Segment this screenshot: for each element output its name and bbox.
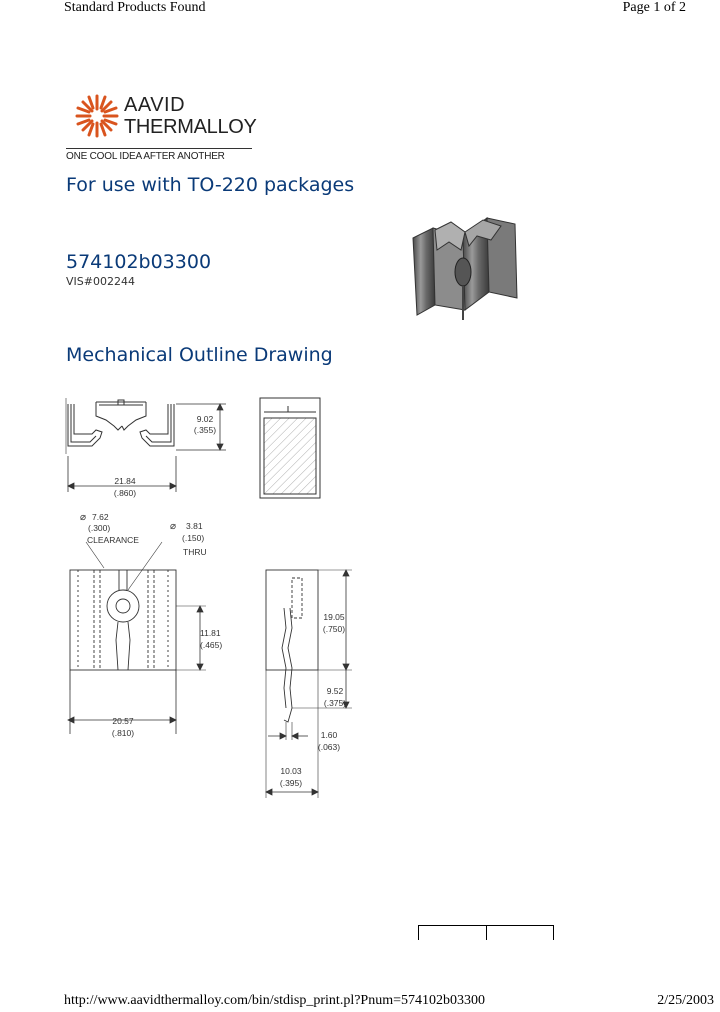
dim-base-width-in: (.810) — [111, 728, 135, 738]
logo-line2: THERMALLOY — [124, 116, 257, 138]
dim-width-mm: 21.84 — [114, 476, 136, 486]
logo-tagline: ONE COOL IDEA AFTER ANOTHER — [66, 151, 225, 162]
product-photo — [412, 217, 518, 320]
dim-base-width-mm: 20.57 — [112, 716, 134, 726]
logo-divider — [66, 148, 252, 149]
table-fragment-right — [553, 926, 554, 940]
part-number: 574102b03300 — [66, 251, 212, 273]
end-view-drawing — [65, 398, 175, 454]
dim-height-mm: 9.02 — [196, 414, 214, 424]
table-fragment-left — [418, 926, 419, 940]
subtitle: For use with TO-220 packages — [66, 174, 355, 196]
table-fragment-mid — [486, 926, 487, 940]
dim-hole-label: THRU — [183, 547, 207, 557]
table-fragment — [418, 925, 554, 940]
front-view-drawing — [69, 541, 206, 734]
side-view-hatched-drawing — [259, 397, 321, 499]
diameter-hole-icon: ⌀ — [170, 521, 177, 532]
dim-hole-in: (.150) — [182, 533, 205, 543]
logo-line1: AAVID — [124, 94, 186, 116]
side-profile-drawing — [265, 569, 352, 798]
footer-url: http://www.aavidthermalloy.com/bin/stdis… — [64, 993, 485, 1008]
header-page-number: Page 1 of 2 — [622, 0, 686, 15]
dim-hole-height-in: (.465) — [200, 640, 223, 650]
dim-depth-mm: 10.03 — [280, 766, 302, 776]
dim-height-in: (.355) — [193, 425, 217, 435]
dim-thickness-mm: 1.60 — [320, 730, 338, 740]
vis-number: VIS#002244 — [66, 275, 135, 288]
height-dimension-line — [176, 403, 226, 451]
dim-hole-height-mm: 11.81 — [200, 628, 221, 638]
header-left: Standard Products Found — [64, 0, 206, 15]
dim-clear-in: (.300) — [88, 523, 111, 533]
diameter-icon: ⌀ — [80, 512, 87, 523]
dim-hole-mm: 3.81 — [186, 521, 203, 531]
dim-clear-label: CLEARANCE — [87, 535, 139, 545]
dim-pin-in: (.375) — [323, 698, 347, 708]
dim-thickness-in: (.063) — [317, 742, 341, 752]
base-width-dimension-line — [67, 716, 177, 724]
dim-pin-mm: 9.52 — [326, 686, 344, 696]
footer-date: 2/25/2003 — [657, 993, 714, 1008]
dim-side-height-mm: 19.05 — [323, 612, 345, 622]
dim-clear-mm: 7.62 — [92, 512, 109, 522]
width-dimension-line — [67, 456, 177, 492]
dim-width-in: (.860) — [113, 488, 137, 498]
dim-side-height-in: (.750) — [322, 624, 346, 634]
dim-depth-in: (.395) — [279, 778, 303, 788]
section-title: Mechanical Outline Drawing — [66, 344, 333, 366]
aavid-logo-icon — [75, 94, 119, 138]
